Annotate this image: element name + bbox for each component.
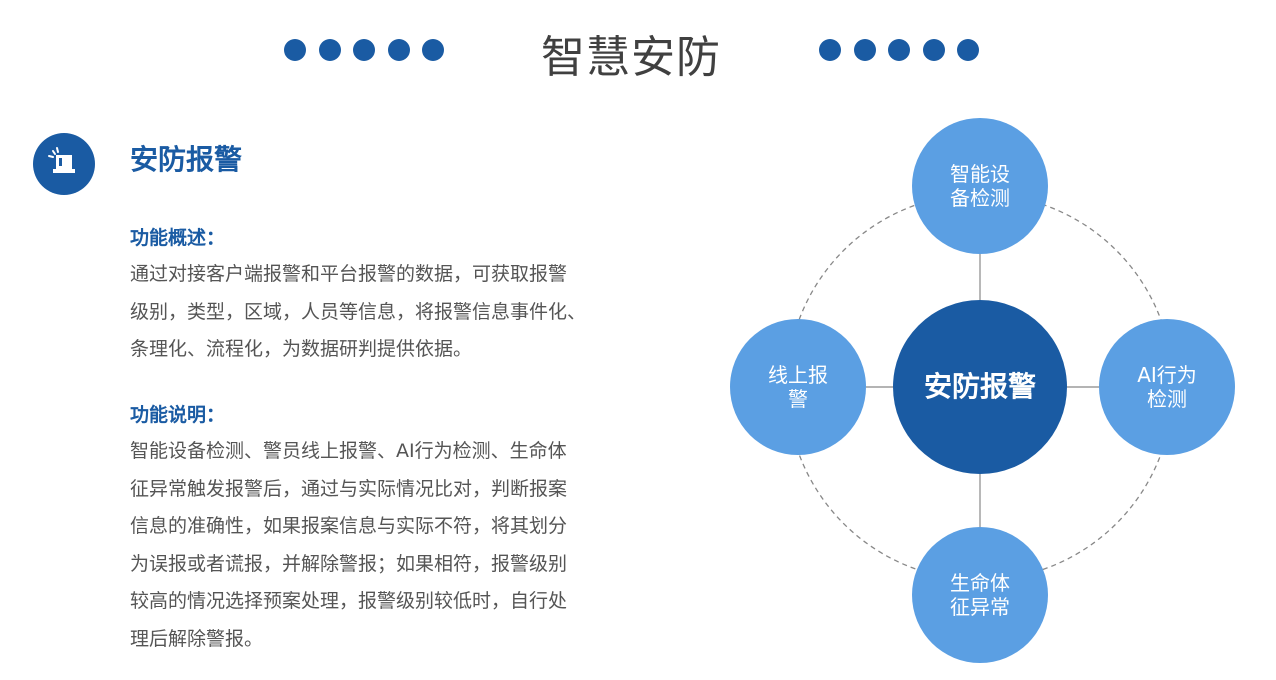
decorative-dots-left (284, 39, 444, 61)
dot (819, 39, 841, 61)
overview-line: 通过对接客户端报警和平台报警的数据，可获取报警 (130, 263, 568, 285)
dot (284, 39, 306, 61)
overview-line: 条理化、流程化，为数据研判提供依据。 (130, 338, 473, 360)
description-line: 信息的准确性，如果报案信息与实际不符，将其划分 (130, 515, 568, 537)
overview-line: 级别，类型，区域，人员等信息，将报警信息事件化、 (130, 300, 587, 323)
description-line: 理后解除警报。 (130, 627, 264, 650)
node-smart-device-detection: 智能设备检测 (912, 118, 1048, 254)
description-heading: 功能说明： (130, 404, 226, 426)
node-vital-sign-anomaly: 生命体征异常 (912, 527, 1048, 663)
dot (422, 39, 444, 61)
dot (922, 39, 945, 61)
description-paragraph: 智能设备检测、警员线上报警、AI行为检测、生命体 征异常触发报警后，通过与实际情… (130, 433, 620, 658)
description-line: 征异常触发报警后，通过与实际情况比对，判断报案 (130, 477, 568, 500)
dot (353, 39, 375, 61)
dot (957, 39, 979, 61)
dot (853, 39, 876, 61)
overview-heading: 功能概述： (130, 227, 226, 249)
node-ai-behavior-detection: AI行为检测 (1099, 319, 1235, 455)
node-online-alarm: 线上报警 (730, 319, 866, 455)
dot (888, 39, 910, 61)
overview-paragraph: 通过对接客户端报警和平台报警的数据，可获取报警 级别，类型，区域，人员等信息，将… (130, 256, 620, 369)
alarm-siren-icon (33, 133, 95, 195)
node-center-security-alarm: 安防报警 (893, 300, 1067, 474)
decorative-dots-right (819, 39, 979, 61)
dot (318, 39, 341, 61)
description-line: 较高的情况选择预案处理，报警级别较低时，自行处 (130, 590, 568, 612)
description-line: 为误报或者谎报，并解除警报；如果相符，报警级别 (130, 552, 568, 575)
dot (387, 39, 410, 61)
header: 智慧安防 (0, 22, 1276, 92)
feature-diagram: 智能设备检测 线上报警 AI行为检测 生命体征异常 安防报警 (700, 100, 1276, 680)
description-line: 智能设备检测、警员线上报警、AI行为检测、生命体 (130, 440, 567, 462)
page-title: 智慧安防 (541, 32, 721, 83)
section-title: 安防报警 (130, 143, 243, 176)
